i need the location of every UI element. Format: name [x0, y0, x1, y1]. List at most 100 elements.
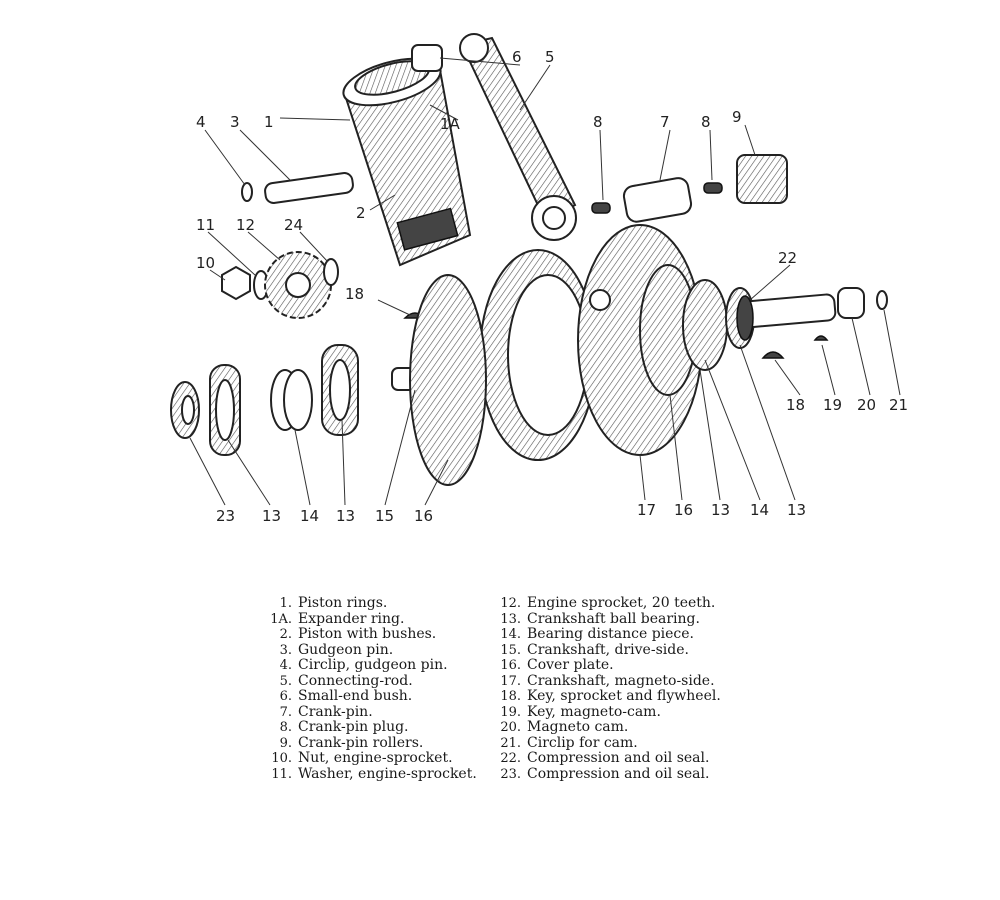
callout-14: 14 [300, 507, 319, 525]
legend-item: 15. Crankshaft, drive-side. [497, 641, 721, 659]
callout-1: 1 [264, 113, 274, 131]
legend-number: 9. [279, 735, 292, 751]
sprocket-spacer-24 [323, 258, 339, 286]
connecting-rod [459, 33, 577, 241]
legend-item: 9. Crank-pin rollers. [262, 734, 477, 752]
legend-item: 17. Crankshaft, magneto-side. [497, 672, 721, 690]
callout-13c: 13 [711, 501, 730, 519]
legend-text: Washer, engine-sprocket. [298, 765, 477, 782]
callout-11: 11 [196, 216, 215, 234]
callout-22: 22 [778, 249, 797, 267]
legend-text: Gudgeon pin. [298, 641, 394, 658]
crank-pin-plug [591, 182, 723, 214]
legend-number: 20. [500, 720, 521, 735]
legend-item: 19.Key, magneto-cam. [497, 703, 721, 721]
legend-number: 8. [279, 720, 292, 735]
callout-13b: 13 [336, 507, 355, 525]
legend-text: Circlip, gudgeon pin. [298, 657, 448, 673]
callout-4: 4 [196, 113, 206, 131]
magneto-shaft [738, 293, 837, 329]
oil-seal-22 [736, 295, 754, 341]
callout-9: 9 [732, 108, 742, 126]
legend-number: 22. [500, 751, 521, 766]
legend-text: Piston with bushes. [298, 626, 437, 642]
legend-item: 16. Cover plate. [497, 657, 721, 674]
engine-sprocket [264, 251, 332, 319]
legend-number: 16. [500, 658, 521, 673]
callout-20: 20 [857, 396, 876, 414]
legend-text: Nut, engine-sprocket. [298, 750, 453, 766]
legend-number: 18. [500, 689, 521, 704]
legend-text: Expander ring. [298, 610, 405, 627]
legend-item: 6. Small-end bush. [262, 688, 477, 705]
crank-pin-rollers [736, 154, 788, 204]
legend-number: 4. [279, 658, 292, 673]
gudgeon-pin [264, 172, 354, 204]
nut-engine-sprocket [221, 265, 251, 301]
callout-7: 7 [660, 113, 670, 131]
legend-text: Crank-pin rollers. [298, 734, 424, 751]
legend-number: 13. [500, 611, 521, 627]
legend-text: Cover plate. [527, 657, 614, 673]
legend-item: 22. Compression and oil seal. [497, 750, 721, 767]
key-flywheel [761, 351, 785, 359]
legend-text: Small-end bush. [298, 688, 413, 704]
callout-8b: 8 [701, 113, 711, 131]
callout-17: 17 [637, 501, 656, 519]
legend-item: 3.Gudgeon pin. [262, 641, 477, 659]
callout-16b: 16 [674, 501, 693, 519]
legend-number: 7. [279, 704, 292, 720]
crank-pin [622, 177, 693, 223]
legend-text: Key, magneto-cam. [527, 703, 661, 720]
legend-number: 21. [500, 735, 521, 751]
legend-number: 1. [279, 596, 292, 611]
callout-6: 6 [512, 48, 522, 66]
callout-13d: 13 [787, 501, 806, 519]
callout-23: 23 [216, 507, 235, 525]
legend-number: 11. [271, 766, 292, 782]
legend-number: 5. [279, 673, 292, 689]
exploded-crankshaft-diagram: 1 1A 2 3 4 5 6 7 8 8 9 10 11 12 24 18 22… [170, 33, 908, 525]
legend-text: Crank-pin. [298, 703, 373, 720]
legend-item: 5. Connecting-rod. [262, 672, 477, 690]
legend-text: Crankshaft, magneto-side. [527, 672, 715, 689]
ball-bearing-13b [321, 344, 359, 436]
circlip-cam [876, 290, 888, 310]
callout-24: 24 [284, 216, 303, 234]
legend-number: 6. [279, 689, 292, 704]
cover-plate-drive [409, 274, 487, 486]
legend-text: Key, sprocket and flywheel. [527, 688, 721, 704]
legend-text: Bearing distance piece. [527, 626, 695, 642]
callout-1a: 1A [440, 115, 461, 133]
parts-legend-right: 12.Engine sprocket, 20 teeth.13. Cranksha… [497, 595, 721, 783]
legend-item: 13. Crankshaft ball bearing. [497, 610, 721, 628]
small-end-bush [411, 44, 443, 72]
legend-number: 17. [500, 673, 521, 689]
legend-item: 10.Nut, engine-sprocket. [262, 750, 477, 767]
legend-item: 12.Engine sprocket, 20 teeth. [497, 595, 721, 612]
legend-text: Crankshaft, drive-side. [527, 641, 689, 658]
legend-text: Compression and oil seal. [527, 750, 710, 766]
callout-3: 3 [230, 113, 240, 131]
magneto-cam [837, 287, 865, 319]
callout-15: 15 [375, 507, 394, 525]
legend-text: Circlip for cam. [527, 734, 638, 751]
oil-seal-23 [170, 381, 200, 439]
legend-text: Piston rings. [298, 595, 388, 611]
callout-5: 5 [545, 48, 555, 66]
legend-text: Connecting-rod. [298, 672, 413, 689]
legend-number: 15. [500, 642, 521, 658]
legend-item: 23.Compression and oil seal. [497, 766, 721, 783]
legend-text: Magneto cam. [527, 719, 629, 735]
legend-item: 7. Crank-pin. [262, 703, 477, 721]
legend-number: 14. [500, 627, 521, 642]
piston [342, 57, 472, 267]
legend-text: Crankshaft ball bearing. [527, 610, 700, 627]
legend-item: 1. Piston rings. [262, 595, 477, 612]
key-magneto-cam [813, 335, 829, 341]
callout-10: 10 [196, 254, 215, 272]
legend-item: 14. Bearing distance piece. [497, 626, 721, 643]
parts-legend-left: 1.Piston rings.1A.Expander ring.2.Piston… [262, 595, 477, 782]
callout-21: 21 [889, 396, 908, 414]
legend-number: 12. [500, 596, 521, 611]
